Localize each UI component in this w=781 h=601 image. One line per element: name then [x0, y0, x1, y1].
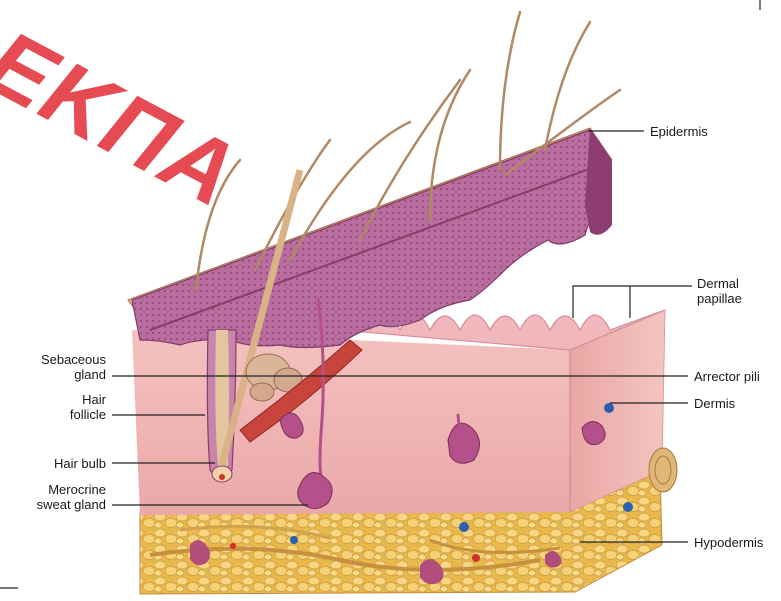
label-hypodermis: Hypodermis — [694, 535, 763, 550]
label-merocrine-sweat-gland: Merocrine sweat gland — [10, 482, 106, 512]
label-hair-follicle: Hair follicle — [28, 392, 106, 422]
label-hair-bulb: Hair bulb — [28, 456, 106, 471]
label-dermis: Dermis — [694, 396, 735, 411]
lamellated-corpuscle — [649, 448, 677, 492]
label-dermal-papillae: Dermal papillae — [697, 276, 742, 306]
label-sebaceous-gland: Sebaceous gland — [28, 352, 106, 382]
label-arrector-pili: Arrector pili — [694, 369, 760, 384]
label-epidermis: Epidermis — [650, 124, 708, 139]
